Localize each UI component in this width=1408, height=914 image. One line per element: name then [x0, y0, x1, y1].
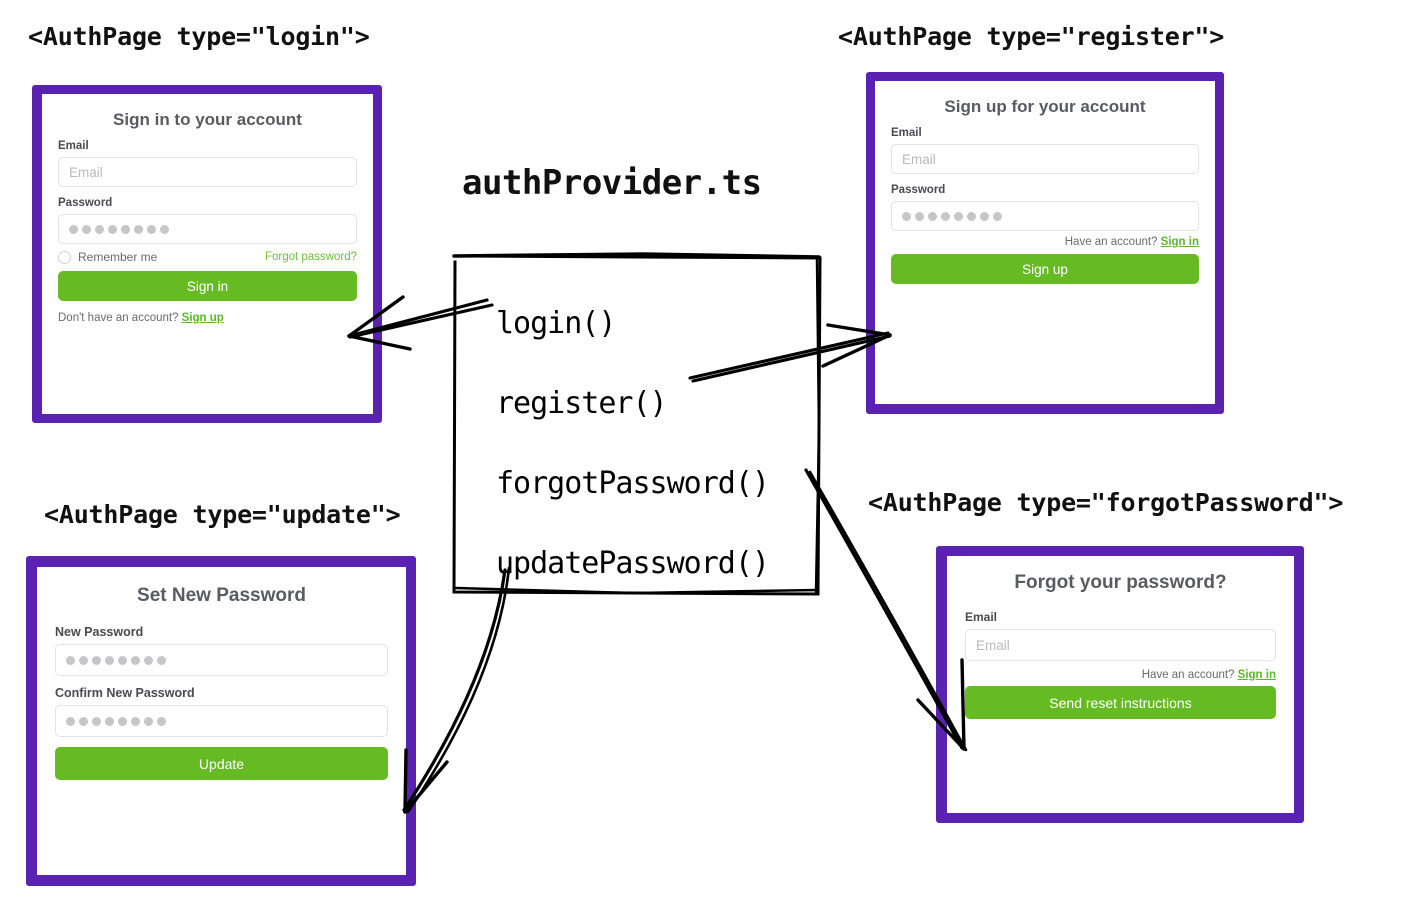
register-title: Sign up for your account [944, 97, 1146, 116]
auth-card-update: Set New Password New Password Confirm Ne… [26, 556, 416, 886]
login-email-group: Email Email [58, 140, 357, 187]
auth-card-register: Sign up for your account Email Email Pas… [866, 72, 1224, 414]
forgot-email-input[interactable]: Email [965, 629, 1276, 661]
sign-up-button[interactable]: Sign up [891, 254, 1199, 284]
login-signup-link[interactable]: Sign up [181, 312, 224, 324]
forgot-password-link[interactable]: Forgot password? [264, 251, 357, 263]
register-password-label: Password [891, 184, 946, 196]
register-email-input[interactable]: Email [891, 144, 1199, 174]
update-new-password-dots [66, 655, 166, 665]
update-confirm-password-input[interactable] [55, 705, 388, 737]
login-options-row: Remember me Forgot password? [58, 250, 357, 264]
provider-method-2: forgotPassword() [496, 466, 770, 501]
update-title: Set New Password [137, 585, 306, 606]
label-authpage-login: <AuthPage type="login"> [28, 22, 370, 51]
register-email-label: Email [891, 127, 922, 139]
update-button[interactable]: Update [55, 747, 388, 780]
register-password-input[interactable] [891, 201, 1199, 231]
provider-method-0: login() [496, 306, 616, 341]
update-new-password-label: New Password [55, 625, 144, 639]
label-authpage-forgot-password: <AuthPage type="forgotPassword"> [868, 488, 1344, 517]
update-new-password-input[interactable] [55, 644, 388, 676]
register-email-placeholder: Email [902, 151, 936, 167]
provider-method-1: register() [496, 386, 668, 421]
arrow-update-password [402, 566, 511, 814]
register-footer: Have an account? Sign in [891, 236, 1199, 248]
provider-method-3: updatePassword() [496, 546, 770, 581]
forgot-email-placeholder: Email [976, 637, 1010, 653]
auth-card-forgot-password: Forgot your password? Email Email Have a… [936, 546, 1304, 823]
login-password-group: Password [58, 197, 357, 244]
update-new-password-group: New Password [55, 625, 388, 676]
register-password-group: Password [891, 184, 1199, 231]
login-password-input[interactable] [58, 214, 357, 244]
remember-me-label: Remember me [78, 250, 158, 264]
forgot-footer-text: Have an account? [1141, 669, 1238, 681]
login-footer-text: Don't have an account? [58, 312, 182, 324]
remember-me-control[interactable]: Remember me [58, 250, 157, 264]
auth-card-login: Sign in to your account Email Email Pass… [32, 85, 382, 423]
login-title: Sign in to your account [113, 110, 302, 129]
register-email-group: Email Email [891, 127, 1199, 174]
update-confirm-password-label: Confirm New Password [55, 686, 195, 700]
register-signin-link[interactable]: Sign in [1160, 236, 1199, 248]
auth-provider-box: login() register() forgotPassword() updateP… [452, 252, 822, 596]
forgot-footer: Have an account? Sign in [965, 669, 1276, 681]
provider-method-list: login() register() forgotPassword() updateP… [496, 284, 770, 604]
update-confirm-password-group: Confirm New Password [55, 686, 388, 737]
sign-in-button[interactable]: Sign in [58, 271, 357, 301]
register-password-dots [902, 211, 1002, 221]
login-password-dots [69, 224, 169, 234]
forgot-signin-link[interactable]: Sign in [1237, 669, 1276, 681]
forgot-email-label: Email [965, 610, 998, 624]
login-password-label: Password [58, 197, 113, 209]
remember-me-checkbox-icon[interactable] [58, 250, 71, 264]
register-footer-text: Have an account? [1064, 236, 1161, 248]
forgot-email-group: Email Email [965, 610, 1276, 661]
label-authpage-register: <AuthPage type="register"> [838, 22, 1225, 51]
provider-file-title: authProvider.ts [462, 163, 762, 203]
label-authpage-update: <AuthPage type="update"> [44, 500, 401, 529]
login-email-input[interactable]: Email [58, 157, 357, 187]
register-card-body: Sign up for your account Email Email Pas… [875, 81, 1215, 404]
update-card-body: Set New Password New Password Confirm Ne… [37, 567, 406, 875]
login-email-placeholder: Email [69, 164, 103, 180]
forgot-title: Forgot your password? [1014, 572, 1227, 593]
login-email-label: Email [58, 140, 89, 152]
update-confirm-password-dots [66, 716, 166, 726]
send-reset-instructions-button[interactable]: Send reset instructions [965, 686, 1276, 719]
login-footer: Don't have an account? Sign up [58, 312, 357, 324]
forgot-card-body: Forgot your password? Email Email Have a… [947, 556, 1294, 813]
login-card-body: Sign in to your account Email Email Pass… [42, 94, 373, 414]
